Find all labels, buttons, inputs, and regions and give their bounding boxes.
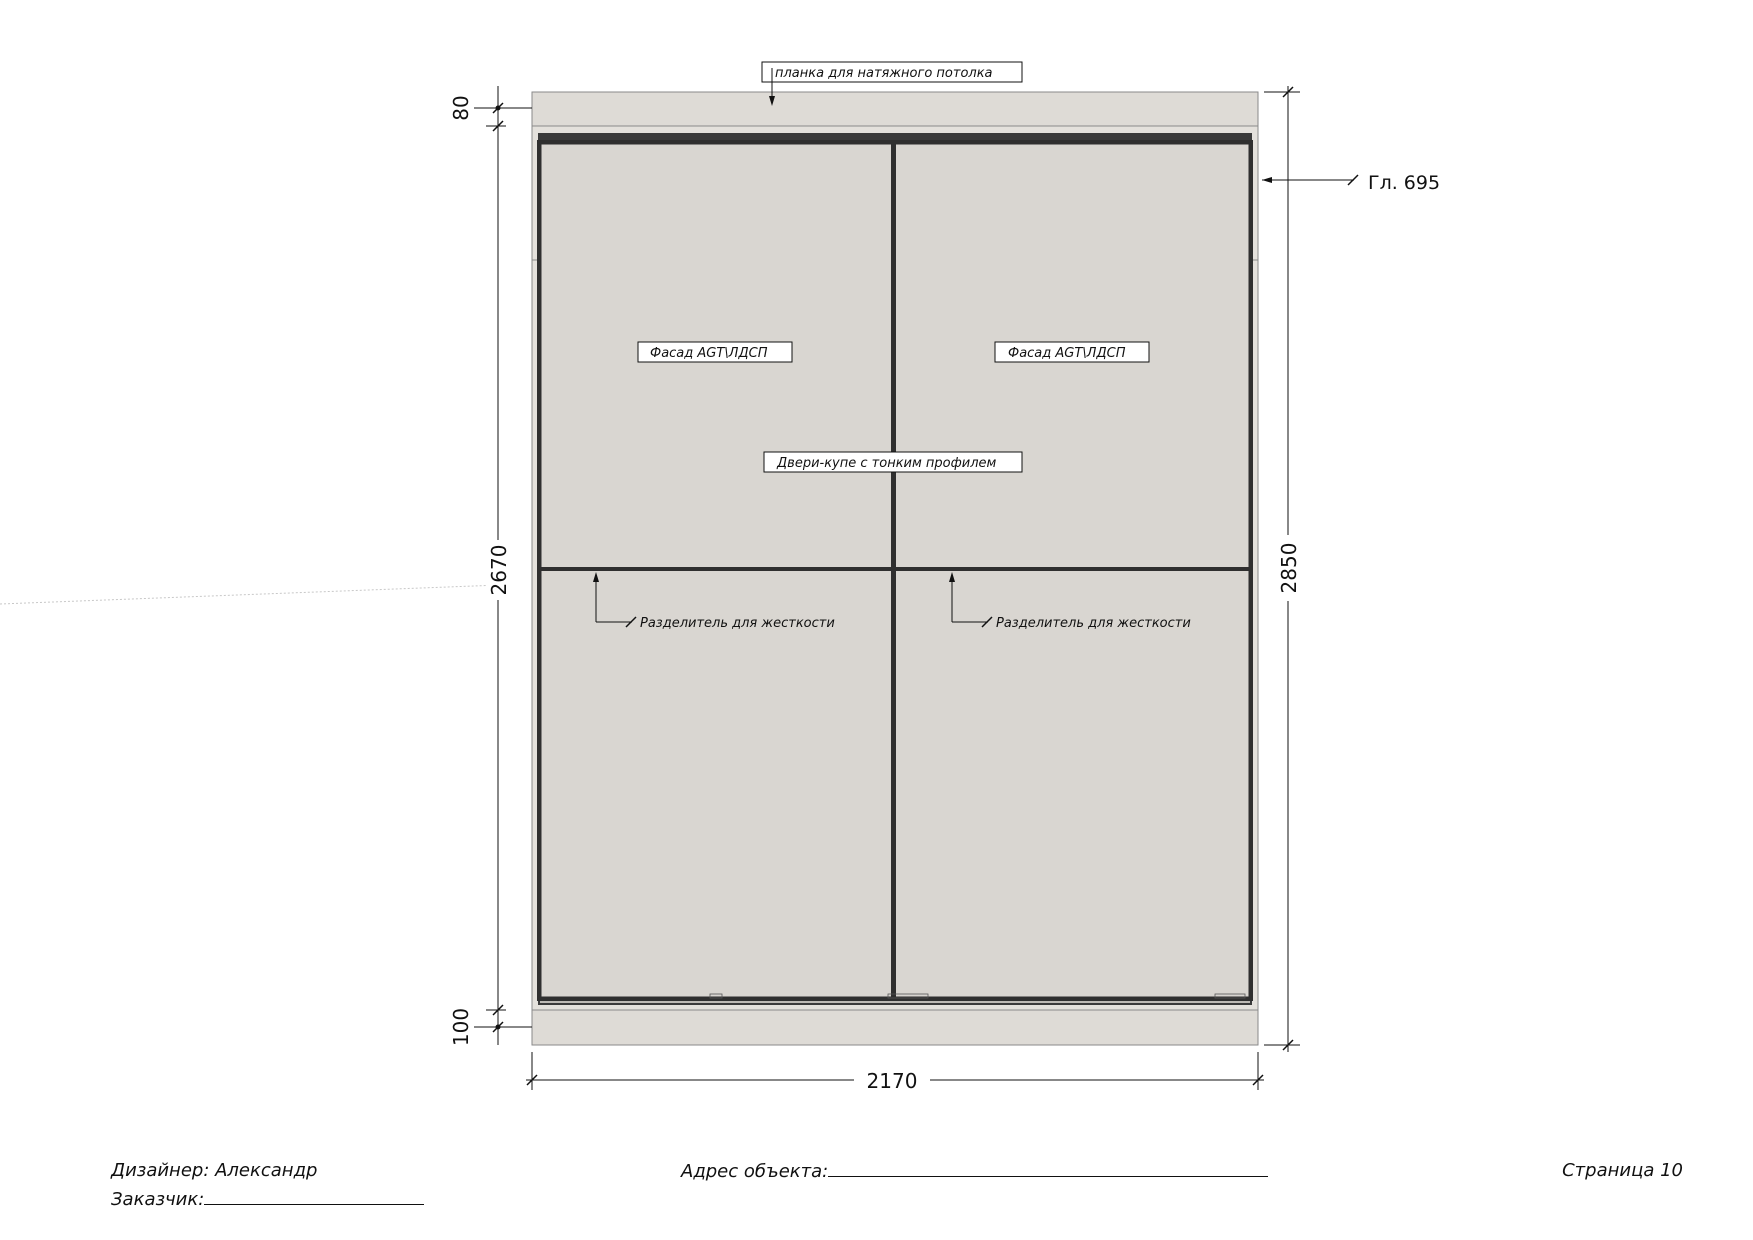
divider-bar-right bbox=[894, 567, 1250, 571]
facade-right-label: Фасад AGT\ЛДСП bbox=[1008, 346, 1126, 361]
divider-right-leader bbox=[949, 572, 993, 628]
divider-bar-left bbox=[540, 567, 894, 571]
construction-line bbox=[0, 584, 501, 605]
page-number: Страница 10 bbox=[1562, 1160, 1683, 1181]
customer-field[interactable] bbox=[204, 1188, 425, 1205]
dim-total-width: 2170 bbox=[867, 1069, 918, 1093]
dim-total-height: 2850 bbox=[1277, 543, 1301, 594]
doors-label-box bbox=[763, 451, 1023, 473]
address-label: Адрес объекта: bbox=[681, 1161, 829, 1182]
dim-bottom-strip: 100 bbox=[449, 1008, 473, 1046]
facade-left-label: Фасад AGT\ЛДСП bbox=[650, 346, 768, 361]
ceiling-strip-label: планка для натяжного потолка bbox=[775, 66, 993, 81]
designer-line: Дизайнер: Александр bbox=[111, 1160, 318, 1181]
divider-left-leader bbox=[593, 572, 637, 628]
doors-label: Двери-купе с тонким профилем bbox=[776, 456, 997, 471]
address-line: Адрес объекта: bbox=[681, 1160, 1269, 1182]
ceiling-strip-label-box bbox=[761, 61, 1023, 83]
top-rail bbox=[538, 133, 1252, 142]
facade-right-label-box bbox=[994, 341, 1150, 363]
customer-line: Заказчик: bbox=[111, 1188, 425, 1210]
bottom-dimension bbox=[526, 1052, 1264, 1090]
divider-left-label: Разделитель для жесткости bbox=[640, 616, 835, 631]
dim-doors-height: 2670 bbox=[487, 545, 511, 596]
door-right bbox=[892, 141, 1252, 1000]
top-strip bbox=[531, 91, 1259, 127]
dim-top-strip: 80 bbox=[449, 95, 473, 120]
divider-right-label: Разделитель для жесткости bbox=[996, 616, 1191, 631]
bottom-strip bbox=[531, 1009, 1259, 1046]
facade-left-label-box bbox=[637, 341, 793, 363]
address-field[interactable] bbox=[828, 1160, 1269, 1177]
customer-label: Заказчик: bbox=[111, 1189, 205, 1210]
depth-label: Гл. 695 bbox=[1368, 172, 1440, 194]
depth-leader bbox=[1262, 174, 1359, 186]
